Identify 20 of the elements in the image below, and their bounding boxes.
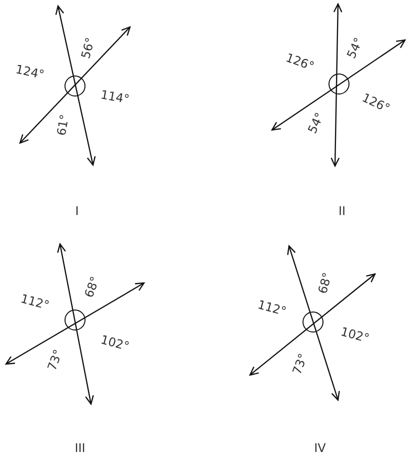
angle-label: 102° [339, 325, 371, 345]
angle-label: 126° [360, 91, 392, 115]
angle-label: 61° [55, 113, 71, 137]
angle-label: 126° [284, 51, 316, 73]
figure-numeral: II [338, 205, 346, 217]
angle-label: 112° [19, 292, 51, 312]
figure-numeral: IV [314, 442, 326, 454]
angle-label: 54° [306, 110, 326, 136]
angle-label: 68° [82, 274, 102, 300]
angle-label: 73° [46, 348, 64, 372]
figure-numeral: III [74, 442, 86, 454]
angle-label: 56° [79, 36, 97, 60]
angle-label: 102° [99, 333, 131, 353]
angle-label: 114° [100, 88, 130, 106]
angle-label: 68° [316, 271, 334, 295]
angle-label: 73° [290, 352, 310, 376]
angle-label: 54° [345, 36, 365, 60]
angle-label: 124° [14, 63, 46, 81]
angle-label: 112° [256, 298, 288, 318]
figure-numeral: I [75, 205, 79, 217]
